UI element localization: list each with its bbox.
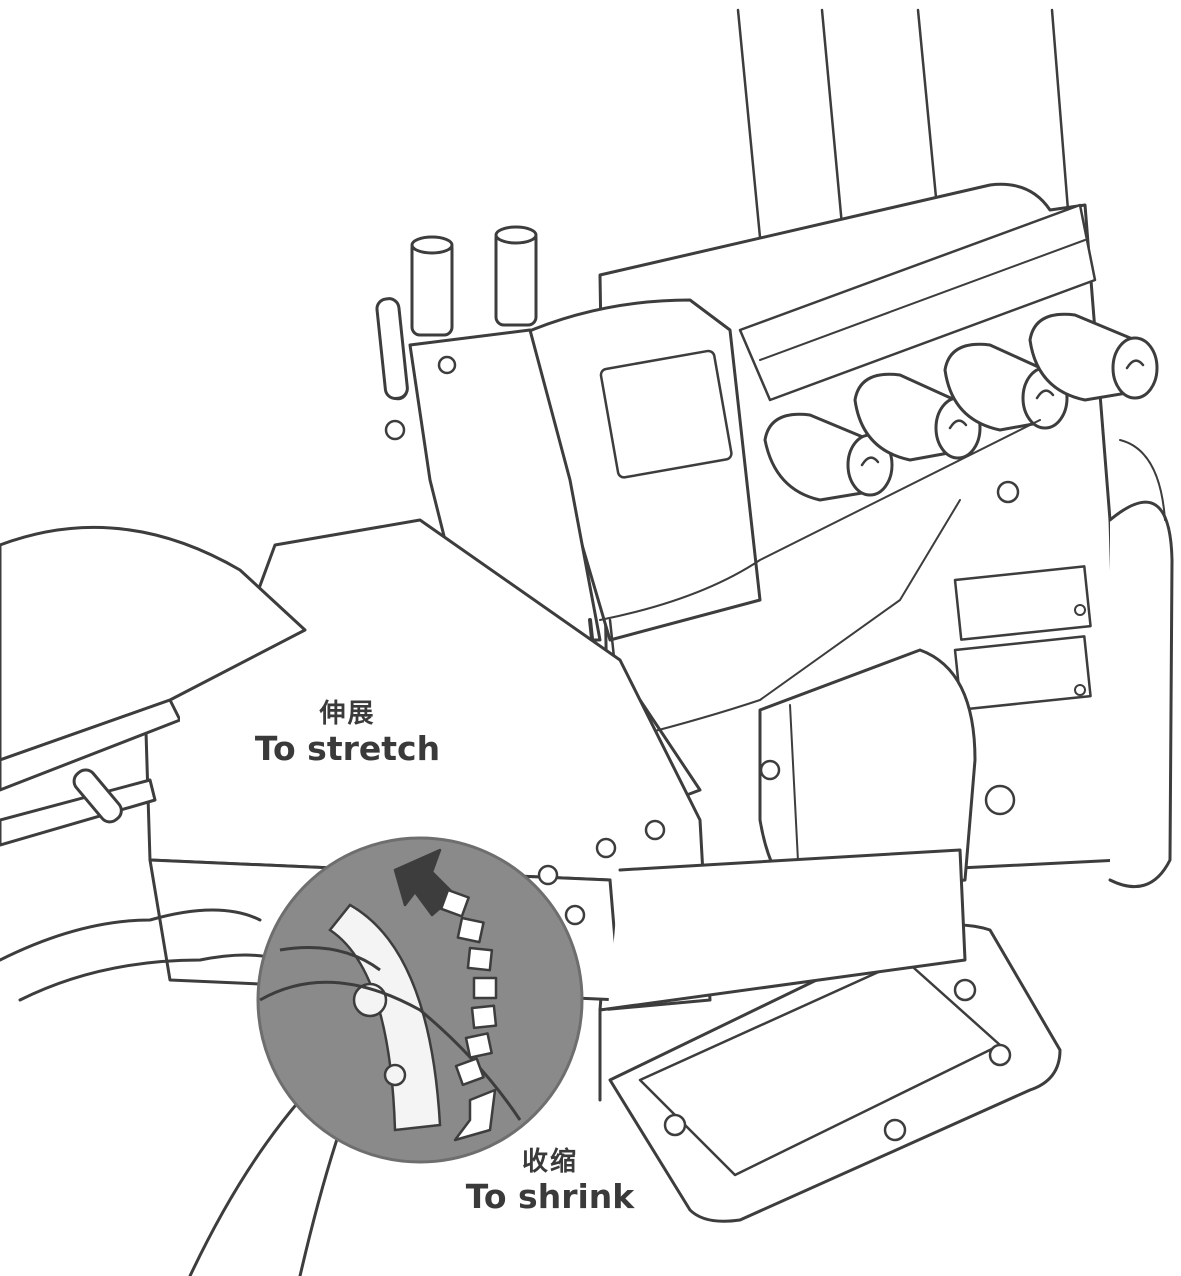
cloth-plate [0, 525, 307, 847]
side-cover [758, 648, 977, 902]
base-tray [598, 848, 1062, 1223]
stretch-label: 伸展 To stretch [180, 699, 515, 800]
thread-posts [375, 225, 538, 400]
curved-arrow-icon [393, 848, 498, 1142]
stretch-label-zh: 伸展 [319, 699, 376, 729]
operator-hand [0, 908, 342, 1276]
shrink-label: 收缩 To shrink [450, 1147, 650, 1244]
magnified-detail [256, 836, 584, 1164]
thread-cones [763, 312, 1159, 502]
stretch-label-en: To stretch [254, 728, 441, 768]
shrink-label-zh: 收缩 [521, 1147, 578, 1177]
shrink-label-en: To shrink [465, 1176, 635, 1216]
